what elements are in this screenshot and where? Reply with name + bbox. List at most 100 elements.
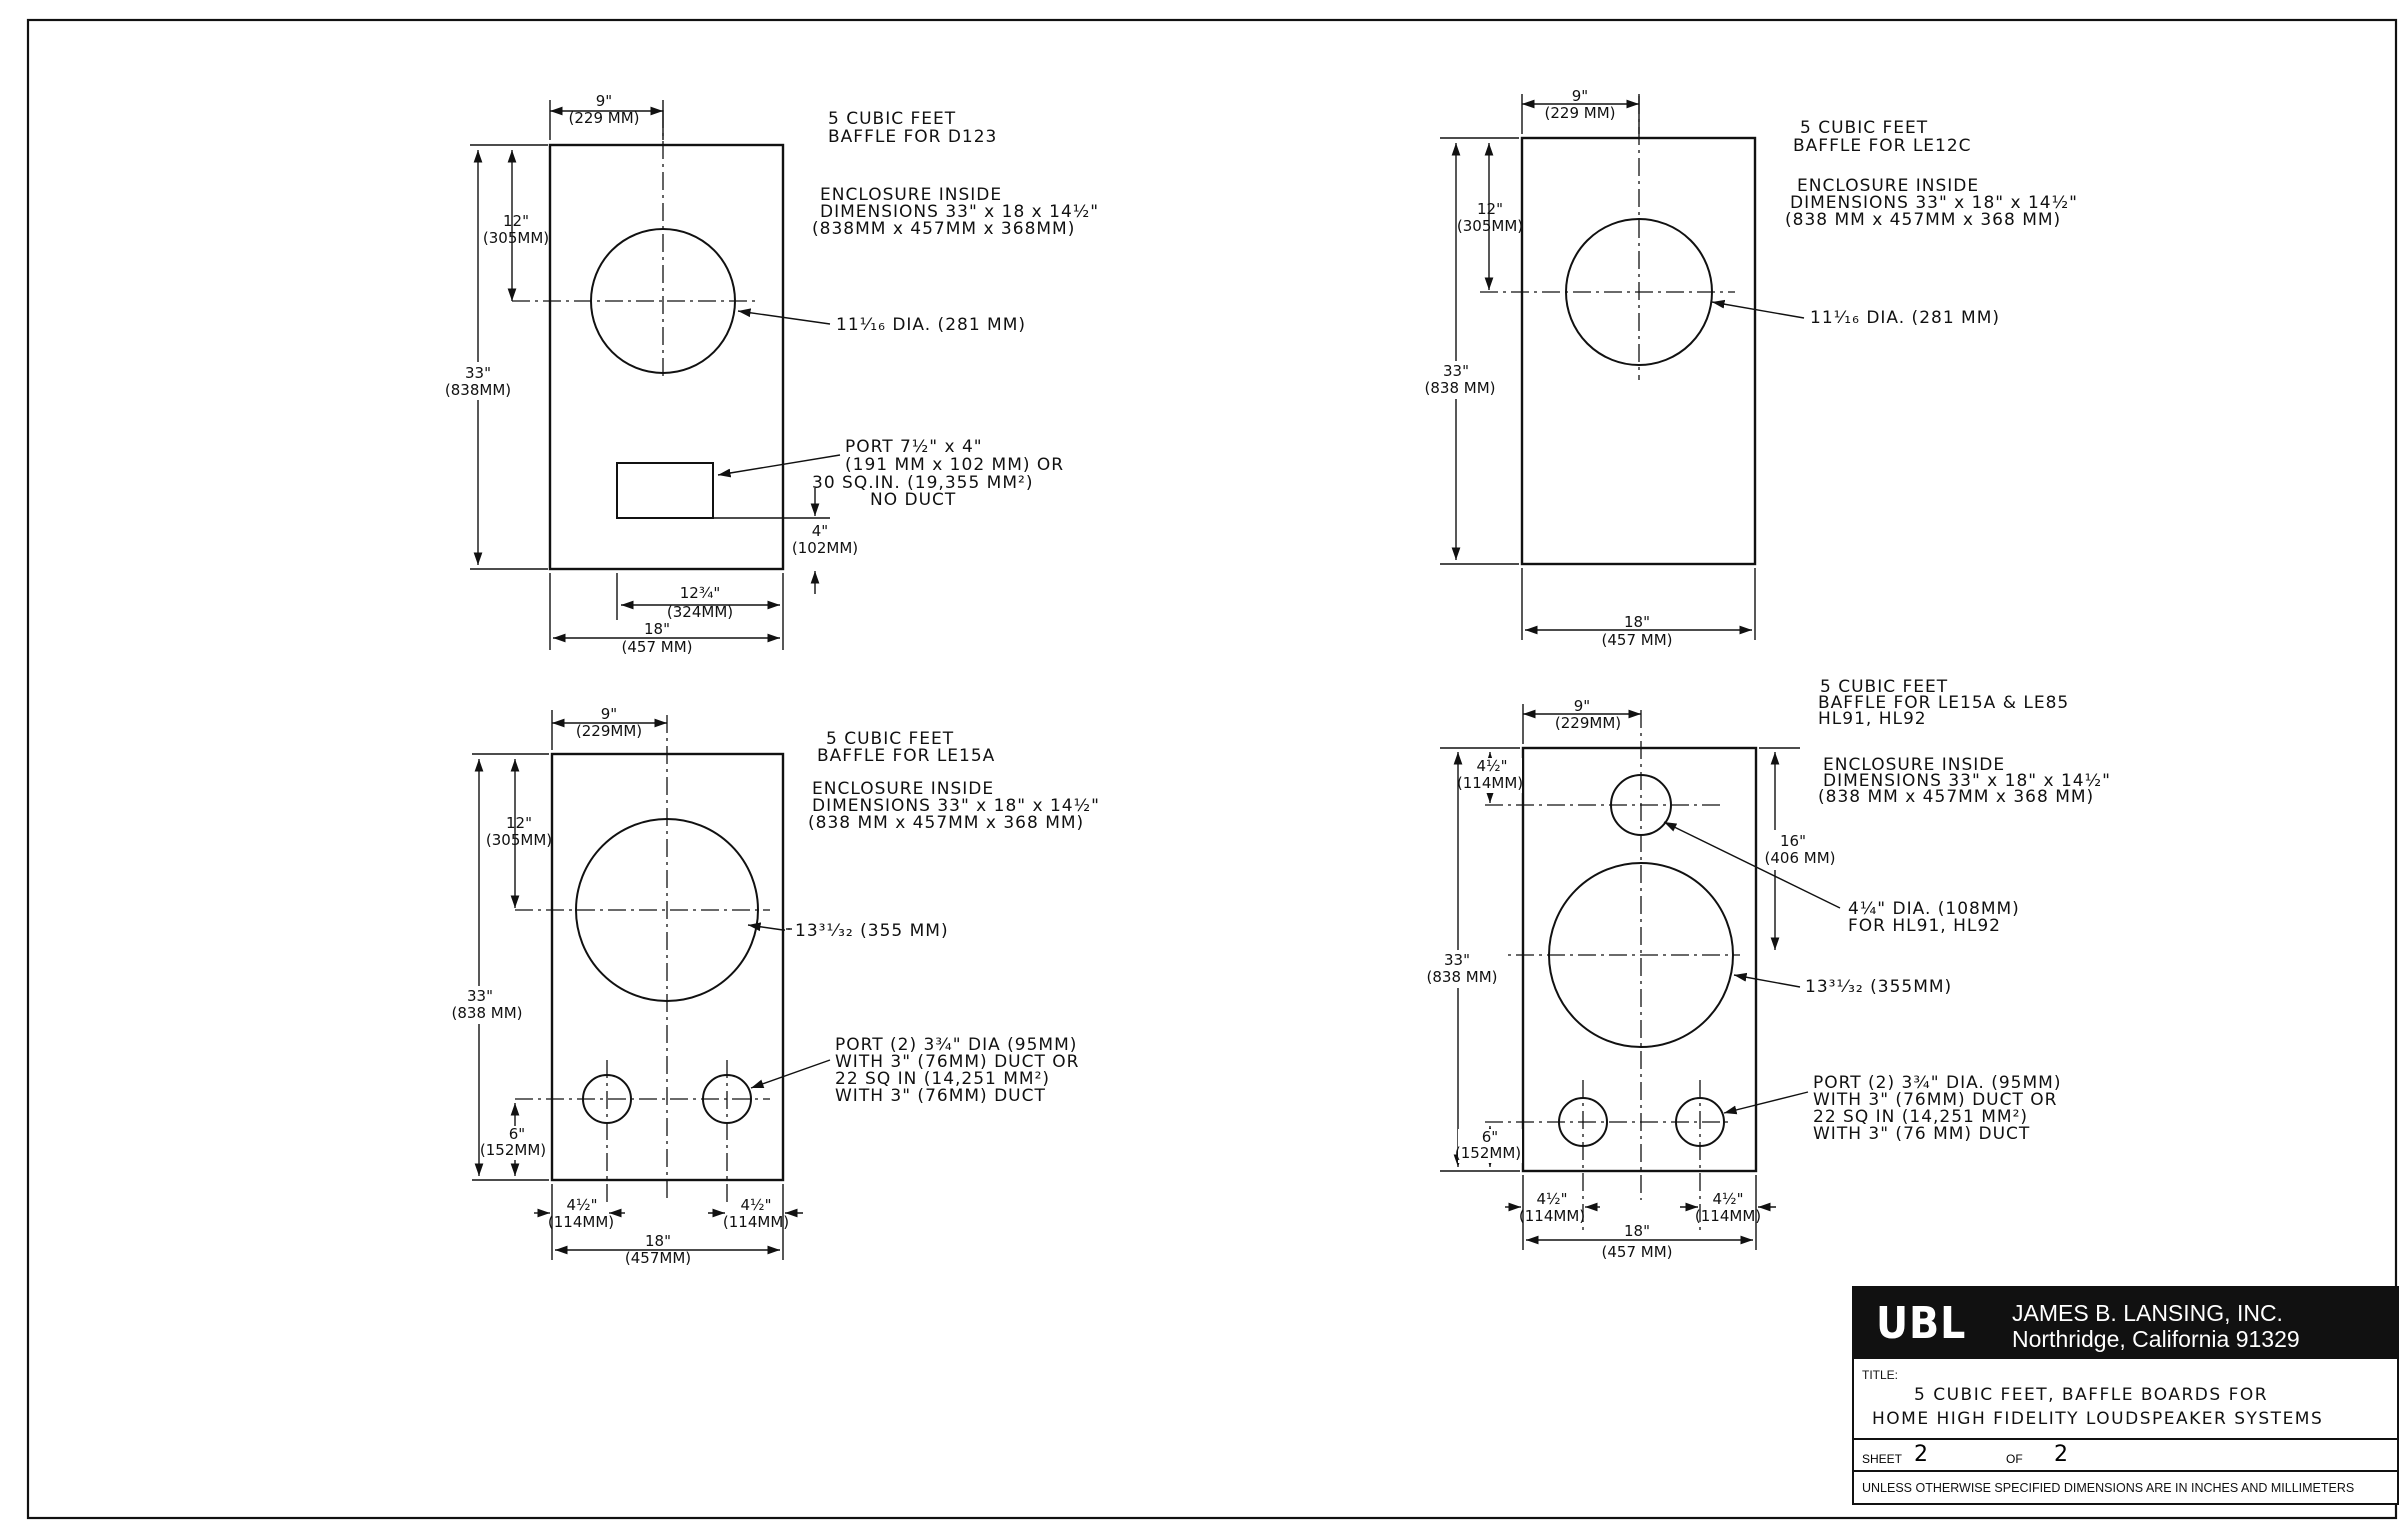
dim-port-in: 4" [812, 522, 828, 540]
title-label: TITLE: [1862, 1368, 1899, 1382]
title-line-2: BAFFLE FOR LE12C [1793, 136, 1972, 156]
enclosure-line-1: ENCLOSURE INSIDE [812, 779, 994, 799]
dim-right-in: 16" [1780, 832, 1806, 850]
port-label-4: WITH 3" (76MM) DUCT [835, 1086, 1046, 1106]
dim-height-in: 33" [1444, 951, 1470, 969]
enclosure-line-1: ENCLOSURE INSIDE [1823, 755, 2005, 775]
dim-portw-in: 12¾" [680, 584, 721, 602]
hole-dia-label: 11⅟₁₆ DIA. (281 MM) [1810, 308, 2000, 328]
of-label: OF [2006, 1452, 2023, 1466]
dim-right-mm: (406 MM) [1765, 849, 1836, 867]
title-block: UBL JAMES B. LANSING, INC. Northridge, C… [1852, 1286, 2399, 1505]
title-line-1: 5 CUBIC FEET [826, 729, 954, 749]
dim-port-in: 6" [1482, 1128, 1498, 1146]
dim-port-in: 6" [509, 1125, 525, 1143]
baffle-le12c: 9" (229 MM) 12" (305MM) 33" (838 MM) 11⅟… [1410, 87, 2078, 649]
enclosure-line-2: DIMENSIONS 33" x 18 x 14½" [820, 202, 1099, 222]
units-note: UNLESS OTHERWISE SPECIFIED DIMENSIONS AR… [1854, 1470, 2397, 1503]
baffle-outline [548, 143, 785, 571]
title-line-1: 5 CUBIC FEET [828, 109, 956, 129]
units-note-text: UNLESS OTHERWISE SPECIFIED DIMENSIONS AR… [1862, 1481, 2355, 1495]
port-label-2: WITH 3" (76MM) DUCT OR [835, 1052, 1079, 1072]
dim-port-mm: (102MM) [792, 539, 858, 557]
port-label-3: 30 SQ.IN. (19,355 MM²) [812, 473, 1033, 493]
dim-top-mm: (229MM) [1555, 714, 1621, 732]
dim-left-upper-in: 12" [1477, 200, 1503, 218]
baffle-outline [1521, 746, 1758, 1173]
dim-height-in: 33" [1443, 362, 1469, 380]
dim-left-upper-in: 12" [503, 212, 529, 230]
dim-width-mm: (457 MM) [1602, 631, 1673, 649]
dim-left-upper-mm: (114MM) [1457, 774, 1523, 792]
dim-left-upper-in: 12" [506, 814, 532, 832]
dim-top-in: 9" [1572, 87, 1588, 105]
title-line-2: BAFFLE FOR LE15A [817, 746, 995, 766]
company-address: Northridge, California 91329 [2012, 1326, 2300, 1352]
dim-left-port-mm: (114MM) [548, 1213, 614, 1231]
enclosure-line-1: ENCLOSURE INSIDE [820, 185, 1002, 205]
small-dia-label-1: 4¼" DIA. (108MM) [1848, 899, 2020, 919]
dim-width-in: 18" [645, 1232, 671, 1250]
dim-height-mm: (838MM) [445, 381, 511, 399]
drawing-title-line-1: 5 CUBIC FEET, BAFFLE BOARDS FOR [1914, 1385, 2269, 1405]
port-label-4: NO DUCT [870, 490, 956, 510]
dim-top-in: 9" [601, 705, 617, 723]
port-label-2: WITH 3" (76MM) DUCT OR [1813, 1090, 2057, 1110]
port-label-3: 22 SQ IN (14,251 MM²) [835, 1069, 1050, 1089]
dim-right-port-mm: (114MM) [1695, 1207, 1761, 1225]
baffle-le15a: 9" (229MM) 12" (305MM) 33" (838 MM) 6" (… [432, 705, 1100, 1267]
dim-width-in: 18" [644, 620, 670, 638]
title-line-1: 5 CUBIC FEET [1820, 677, 1948, 697]
port-label-2: (191 MM x 102 MM) OR [845, 455, 1064, 475]
dim-right-port-in: 4½" [1713, 1190, 1744, 1208]
enclosure-line-3: (838 MM x 457MM x 368 MM) [1785, 210, 2061, 230]
dim-height-in: 33" [465, 364, 491, 382]
dim-top-mm: (229 MM) [1545, 104, 1616, 122]
dim-height-mm: (838 MM) [1425, 379, 1496, 397]
hole-dia-label: 13³¹⁄₃₂ (355 MM) [795, 921, 949, 941]
dim-width-mm: (457MM) [625, 1249, 691, 1267]
dim-left-upper-mm: (305MM) [483, 229, 549, 247]
baffle-d123: 9" (229 MM) 12" (305MM) 33" (838MM) 11⅟₁… [432, 92, 1099, 656]
dim-port-mm: (152MM) [1455, 1144, 1521, 1162]
dim-left-port-mm: (114MM) [1519, 1207, 1585, 1225]
dim-left-upper-mm: (305MM) [486, 831, 552, 849]
dim-height-mm: (838 MM) [452, 1004, 523, 1022]
jbl-logo: UBL [1876, 1298, 1967, 1349]
port-opening [616, 462, 714, 519]
enclosure-line-3: (838 MM x 457MM x 368 MM) [808, 813, 1084, 833]
dim-top-mm: (229 MM) [569, 109, 640, 127]
title-block-header: UBL JAMES B. LANSING, INC. Northridge, C… [1854, 1288, 2397, 1359]
hole-dia-label: 11⅟₁₆ DIA. (281 MM) [836, 315, 1026, 335]
port-label-4: WITH 3" (76 MM) DUCT [1813, 1124, 2030, 1144]
dim-portw-mm: (324MM) [667, 603, 733, 621]
port-label-3: 22 SQ IN (14,251 MM²) [1813, 1107, 2028, 1127]
dim-width-mm: (457 MM) [622, 638, 693, 656]
dim-right-port-in: 4½" [741, 1196, 772, 1214]
dim-width-mm: (457 MM) [1602, 1243, 1673, 1261]
dim-port-mm: (152MM) [480, 1141, 546, 1159]
sheet-border [26, 18, 2398, 1520]
title-line-2: BAFFLE FOR LE15A & LE85 [1818, 693, 2069, 713]
dim-height-mm: (838 MM) [1427, 968, 1498, 986]
enclosure-line-2: DIMENSIONS 33" x 18" x 14½" [812, 796, 1100, 816]
title-line-1: 5 CUBIC FEET [1800, 118, 1928, 138]
sheet-label: SHEET [1862, 1452, 1903, 1466]
dim-right-port-mm: (114MM) [723, 1213, 789, 1231]
sheet-number: 2 [1914, 1442, 1928, 1467]
dim-height-in: 33" [467, 987, 493, 1005]
enclosure-line-2: DIMENSIONS 33" x 18" x 14½" [1790, 193, 2078, 213]
baffle-le15a-le85: 9" (229MM) 4½" (114MM) 33" (838 MM) 6" (… [1414, 677, 2111, 1261]
enclosure-line-2: DIMENSIONS 33" x 18" x 14½" [1823, 771, 2111, 791]
dim-width-in: 18" [1624, 1222, 1650, 1240]
port-label-1: PORT 7½" x 4" [845, 437, 983, 457]
drawing-title-line-2: HOME HIGH FIDELITY LOUDSPEAKER SYSTEMS [1872, 1409, 2324, 1429]
dim-left-upper-mm: (305MM) [1457, 217, 1523, 235]
dim-left-port-in: 4½" [567, 1196, 598, 1214]
dim-top-in: 9" [1574, 697, 1590, 715]
hole-dia-label: 13³¹⁄₃₂ (355MM) [1805, 977, 1952, 997]
port-label-1: PORT (2) 3¾" DIA. (95MM) [1813, 1073, 2061, 1093]
enclosure-line-1: ENCLOSURE INSIDE [1797, 176, 1979, 196]
title-line-2: BAFFLE FOR D123 [828, 127, 997, 147]
